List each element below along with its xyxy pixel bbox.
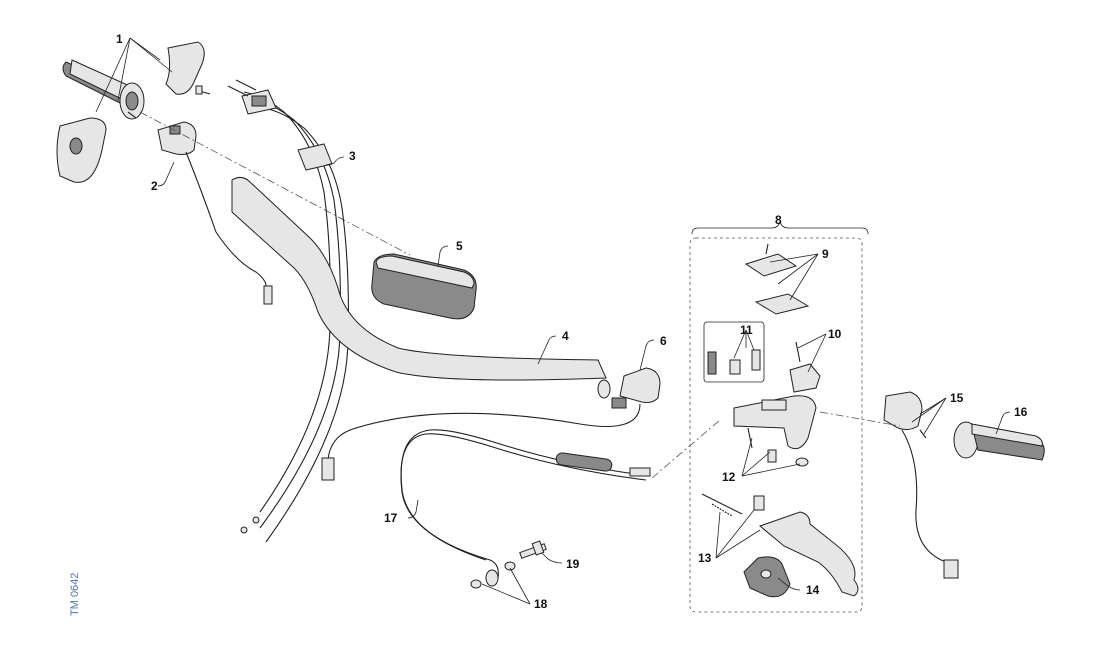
callout-13: 13	[698, 551, 712, 565]
handlebar-part	[231, 176, 607, 381]
callout-4: 4	[562, 329, 569, 343]
switch-connector	[943, 559, 959, 579]
callout-8: 8	[775, 213, 782, 227]
right-grip-part	[953, 421, 1045, 461]
callout-1: 1	[116, 32, 123, 46]
clutch-switch-part	[321, 367, 661, 481]
right-switch-part	[883, 391, 959, 579]
callout-11: 11	[740, 323, 753, 337]
banjo-bolt-part	[519, 540, 547, 559]
callout-15: 15	[950, 391, 964, 405]
master-cylinder-group	[689, 220, 869, 613]
clutch-cable-part	[400, 419, 721, 587]
kill-switch-part	[157, 121, 197, 155]
handlebar-pad-part	[371, 253, 477, 320]
callout-3: 3	[349, 149, 356, 163]
callout-2: 2	[151, 179, 158, 193]
callout-5: 5	[456, 239, 463, 253]
throttle-grip-assembly	[56, 41, 411, 305]
callout-labels: 1 2 3 4 5 6 8 9 10 11 12 13 14 15 16 17 …	[116, 32, 1028, 611]
callout-17: 17	[384, 511, 398, 525]
callout-12: 12	[722, 470, 736, 484]
washer-part	[470, 561, 516, 589]
callout-19: 19	[566, 557, 580, 571]
callout-10: 10	[828, 327, 842, 341]
diagram-reference-code: TM 0642	[69, 573, 81, 616]
callout-14: 14	[806, 583, 820, 597]
callout-16: 16	[1014, 405, 1028, 419]
switch-connector	[263, 285, 273, 305]
callout-6: 6	[660, 334, 667, 348]
switch-connector	[321, 457, 335, 481]
leader-lines	[95, 37, 1011, 605]
callout-18: 18	[534, 597, 548, 611]
left-grip-part	[62, 59, 145, 120]
throttle-cables	[227, 79, 349, 543]
callout-9: 9	[822, 247, 829, 261]
